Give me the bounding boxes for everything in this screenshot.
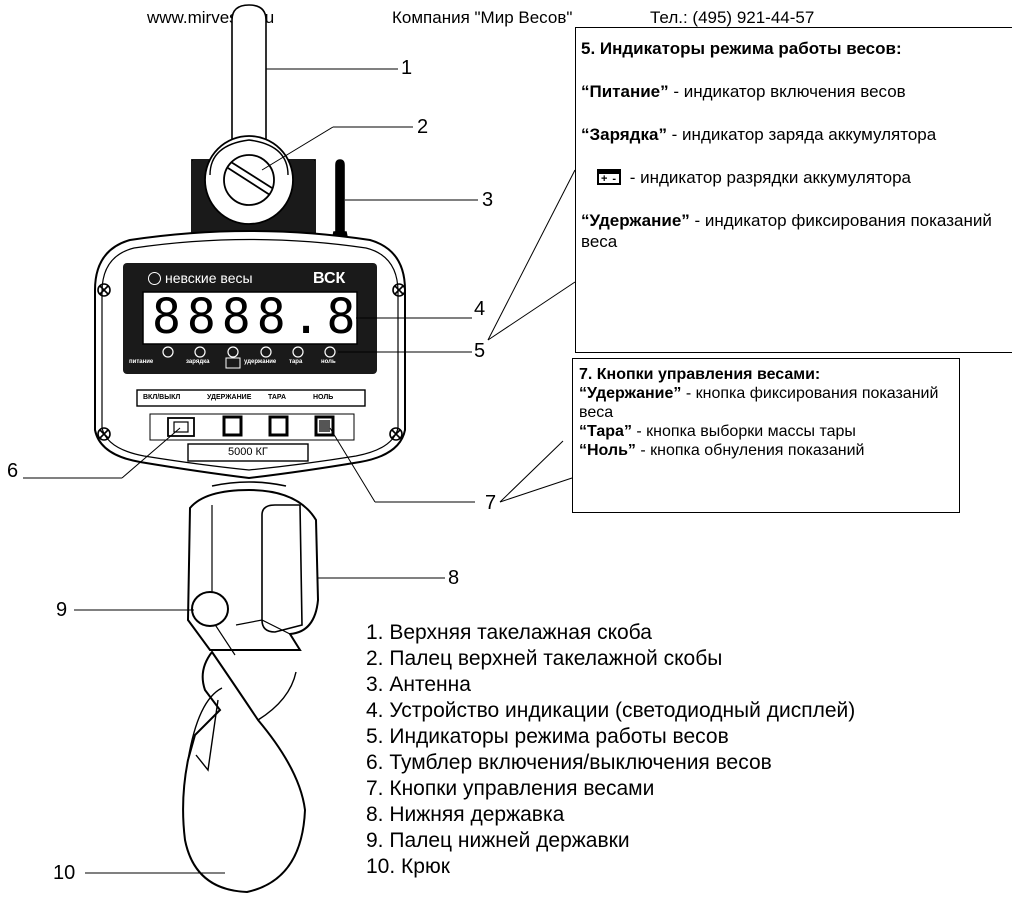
button-label: НОЛЬ	[313, 394, 334, 401]
legend-item: 5. Индикаторы режима работы весов	[366, 725, 729, 748]
tare-button	[268, 415, 289, 437]
button-label: УДЕРЖАНИЕ	[207, 394, 252, 401]
led-window	[142, 291, 358, 345]
legend-item: 2. Палец верхней такелажной скобы	[366, 647, 723, 670]
led-display: 8888.8	[152, 289, 362, 345]
hold-button	[222, 415, 243, 437]
callout-number: 3	[482, 189, 494, 211]
info-row: “Зарядка” - индикатор заряда аккумулятор…	[581, 125, 937, 144]
info-row: “Тара” - кнопка выборки массы тары	[579, 423, 856, 440]
legend-item: 6. Тумблер включения/выключения весов	[366, 751, 772, 774]
antenna	[335, 159, 345, 243]
brand-label: невские весы	[148, 270, 253, 286]
upper-shackle	[231, 4, 267, 168]
indicator-label: удержание	[244, 359, 277, 365]
indicator-label: тара	[289, 359, 303, 365]
brand-logo-icon	[148, 271, 161, 285]
capacity-plate	[187, 443, 309, 462]
legend-item: 3. Антенна	[366, 673, 471, 696]
legend-item: 7. Кнопки управления весами	[366, 777, 655, 800]
legend-item: 1. Верхняя такелажная скоба	[366, 621, 652, 644]
shackle-pin	[223, 154, 275, 206]
indicator-label: ноль	[321, 359, 336, 365]
screw-icon	[97, 283, 406, 441]
button-label-bar	[136, 389, 366, 407]
button-label: ВКЛ/ВЫКЛ	[143, 394, 181, 401]
callout-number: 9	[56, 599, 68, 621]
legend-item: 4. Устройство индикации (светодиодный ди…	[366, 699, 856, 722]
model-label: ВСК	[313, 270, 346, 287]
callout-number: 6	[7, 460, 19, 482]
phone-number: Тел.: (495) 921-44-57	[650, 8, 815, 27]
buttons-info-box: 7. Кнопки управления весами: “Удержание”…	[572, 358, 960, 513]
capacity-label: 5000 КГ	[228, 446, 268, 458]
callout-number: 4	[474, 298, 486, 320]
indicator-label: питание	[129, 359, 154, 365]
callout-lines	[23, 68, 576, 874]
box-title: 7. Кнопки управления весами:	[579, 366, 821, 383]
callout-number: 8	[448, 567, 460, 589]
company-name: Компания "Мир Весов"	[392, 8, 573, 27]
info-row: “Питание” - индикатор включения весов	[581, 82, 906, 101]
box-title: 5. Индикаторы режима работы весов:	[581, 39, 902, 58]
battery-indicator-icon	[225, 357, 241, 369]
legend-item: 8. Нижняя державка	[366, 803, 565, 826]
hook	[182, 650, 307, 894]
callout-number: 7	[485, 492, 497, 514]
callout-number: 2	[417, 116, 429, 138]
callout-number: 5	[474, 340, 486, 362]
indicators-info-box: 5. Индикаторы режима работы весов: “Пита…	[575, 27, 1012, 353]
legend-item: 10. Крюк	[366, 855, 450, 878]
info-row: “Удержание” - кнопка фиксирования показа…	[579, 385, 939, 421]
battery-icon: +-	[597, 169, 621, 185]
info-row: +- - индикатор разрядки аккумулятора	[581, 167, 1008, 188]
info-row: “Ноль” - кнопка обнуления показаний	[579, 442, 865, 459]
info-row: “Удержание” - индикатор фиксирования пок…	[581, 211, 992, 251]
parts-legend: 1. Верхняя такелажная скоба 2. Палец вер…	[366, 620, 855, 880]
indicator-label: зарядка	[186, 359, 210, 365]
indicator-leds	[162, 346, 336, 358]
lower-pin	[191, 591, 229, 627]
callout-number: 10	[53, 862, 76, 884]
legend-item: 9. Палец нижней державки	[366, 829, 630, 852]
callout-number: 1	[401, 57, 413, 79]
button-label: ТАРА	[268, 394, 286, 401]
